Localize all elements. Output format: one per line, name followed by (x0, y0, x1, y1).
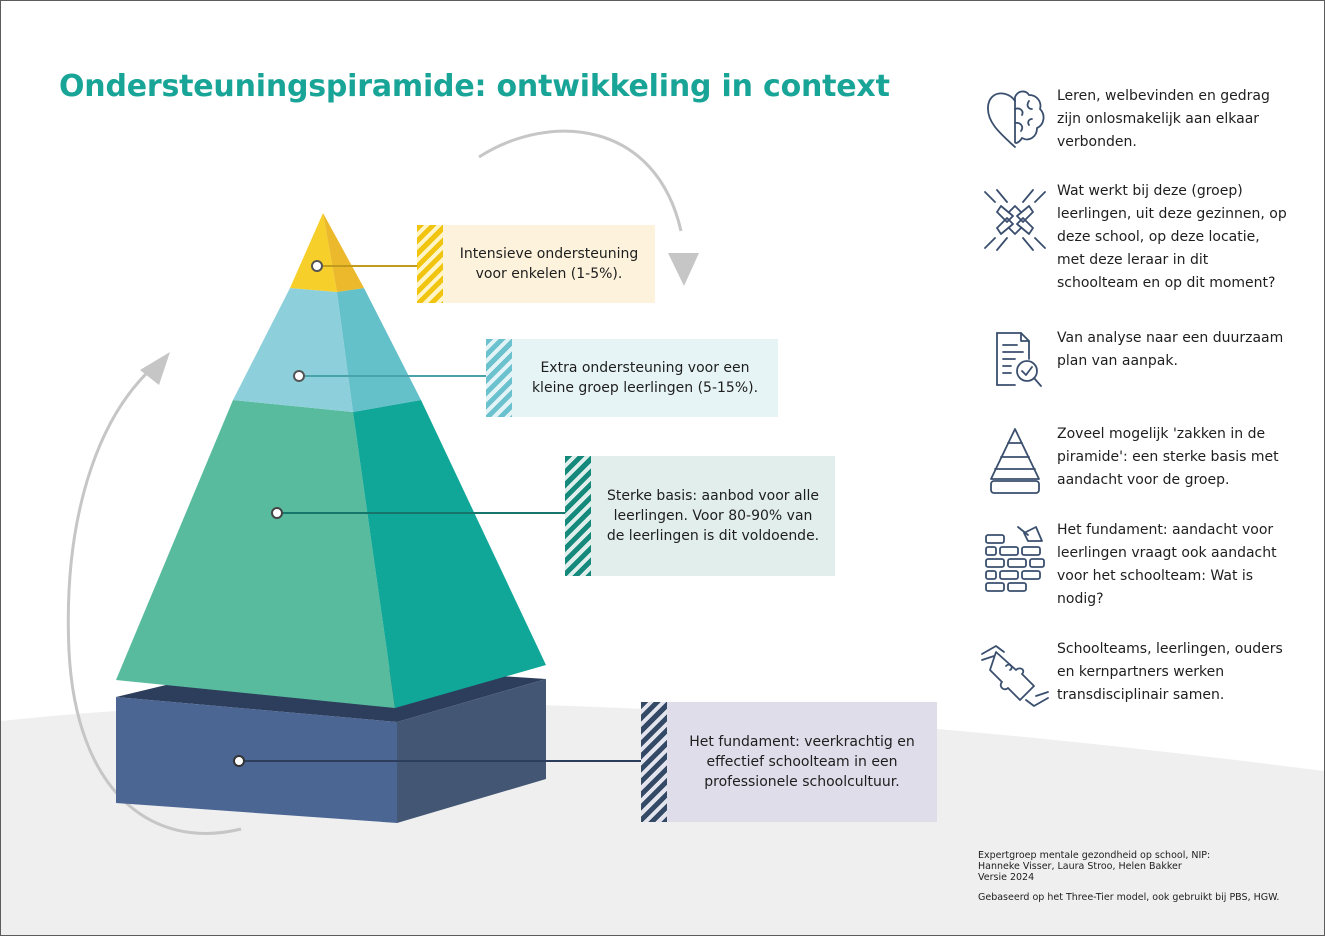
pyramid-top-tier-front (290, 213, 337, 292)
sidebar-item-text: Van analyse naar een duurzaam plan van a… (1057, 330, 1284, 369)
credits-line: Hanneke Visser, Laura Stroo, Helen Bakke… (978, 861, 1182, 872)
connector-dot-base (271, 507, 283, 519)
sidebar-item-connected: Leren, welbevinden en gedrag zijn onlosm… (973, 85, 1289, 165)
callout-top-tier: Intensieve ondersteuning voor enkelen (1… (417, 225, 655, 303)
cycle-arrow-top (478, 129, 683, 232)
pyramid-base-tier-side (353, 400, 546, 708)
connector-dot-middle (293, 370, 305, 382)
credits-source: Gebaseerd op het Three-Tier model, ook g… (978, 892, 1280, 903)
sidebar-item-text: Zoveel mogelijk 'zakken in de piramide':… (1057, 426, 1279, 488)
credits: Expertgroep mentale gezondheid op school… (978, 850, 1279, 903)
puzzle-hands-icon (973, 638, 1057, 718)
credits-line: Versie 2024 (978, 872, 1035, 883)
cycle-arrowhead-top (668, 253, 699, 286)
page-title: Ondersteuningspiramide: ontwikkeling in … (59, 69, 890, 104)
sidebar-item-text: Het fundament: aandacht voor leerlingen … (1057, 522, 1277, 607)
cycle-arrowhead-left (140, 352, 170, 385)
pyramid-icon (973, 423, 1057, 503)
pyramid-middle-tier-front (233, 288, 353, 412)
sidebar-item-context: Wat werkt bij deze (groep) leerlingen, u… (973, 180, 1289, 295)
sidebar-item-foundation: Het fundament: aandacht voor leerlingen … (973, 519, 1289, 611)
sidebar-item-analysis: Van analyse naar een duurzaam plan van a… (973, 327, 1289, 407)
pyramid-top-tier-side (323, 213, 364, 292)
hatch-marker (565, 456, 591, 576)
hatch-marker (641, 702, 667, 822)
pyramid-base-tier-front (116, 400, 395, 708)
callout-top-text: Intensieve ondersteuning voor enkelen (1… (443, 225, 655, 303)
heart-brain-icon (973, 85, 1057, 165)
callout-foundation: Het fundament: veerkrachtig en effectief… (641, 702, 937, 822)
sidebar-item-text: Wat werkt bij deze (groep) leerlingen, u… (1057, 183, 1287, 291)
hatch-marker (417, 225, 443, 303)
cycle-arrow-left (66, 367, 242, 835)
callout-middle-tier: Extra ondersteuning voor een kleine groe… (486, 339, 778, 417)
brick-wall-trowel-icon (973, 519, 1057, 599)
callout-base-text: Sterke basis: aanbod voor alle leerlinge… (591, 456, 835, 576)
callout-base-tier: Sterke basis: aanbod voor alle leerlinge… (565, 456, 835, 576)
sidebar-item-text: Leren, welbevinden en gedrag zijn onlosm… (1057, 88, 1270, 150)
connector-dot-foundation (233, 755, 245, 767)
credits-line: Expertgroep mentale gezondheid op school… (978, 850, 1211, 861)
joined-hands-icon (973, 180, 1057, 260)
foundation-side (397, 679, 546, 823)
document-magnifier-icon (973, 327, 1057, 407)
sidebar-item-pyramid: Zoveel mogelijk 'zakken in de piramide':… (973, 423, 1289, 503)
callout-middle-text: Extra ondersteuning voor een kleine groe… (512, 339, 778, 417)
pyramid-middle-tier-side (337, 288, 421, 412)
sidebar-item-cooperation: Schoolteams, leerlingen, ouders en kernp… (973, 638, 1289, 718)
sidebar-item-text: Schoolteams, leerlingen, ouders en kernp… (1057, 641, 1283, 703)
callout-foundation-text: Het fundament: veerkrachtig en effectief… (667, 702, 937, 822)
hatch-marker (486, 339, 512, 417)
connector-dot-top (311, 260, 323, 272)
